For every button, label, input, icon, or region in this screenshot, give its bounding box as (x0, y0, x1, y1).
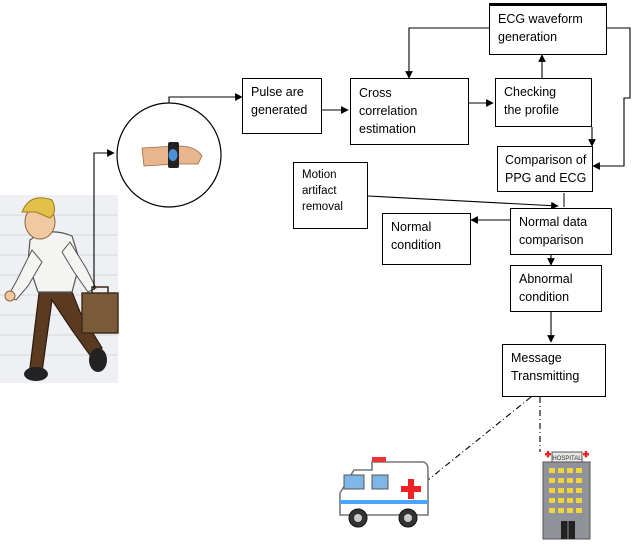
box-label: Comparison of (505, 153, 587, 167)
motion-artifact-box: Motion artifact removal (293, 162, 368, 229)
pulse-generated-box: Pulse are generated (242, 78, 322, 134)
box-label: Normal data (519, 215, 588, 229)
wrist-wearable-circle (116, 102, 222, 208)
normal-condition-box: Normal condition (382, 213, 471, 265)
box-label: ECG waveform (498, 12, 583, 26)
message-transmitting-box: Message Transmitting (502, 344, 606, 397)
box-label: condition (391, 238, 442, 252)
box-label: Abnormal (519, 272, 573, 286)
box-label: the profile (504, 103, 559, 117)
normal-data-comparison-box: Normal data comparison (510, 208, 612, 255)
box-label: Cross (359, 86, 392, 100)
box-label: Checking (504, 85, 557, 99)
box-label: estimation (359, 122, 416, 136)
abnormal-condition-box: Abnormal condition (510, 265, 602, 312)
box-label: removal (302, 201, 343, 213)
box-label: generation (498, 30, 558, 44)
hospital-building-illustration: HOSPITAL (542, 451, 591, 540)
box-label: condition (519, 290, 570, 304)
box-label: artifact (302, 185, 337, 197)
box-label: comparison (519, 233, 584, 247)
box-label: Transmitting (511, 369, 580, 383)
box-label: Motion (302, 169, 337, 181)
box-label: correlation (359, 104, 418, 118)
box-label: generated (251, 103, 308, 117)
ecg-waveform-box: ECG waveform generation (489, 3, 607, 55)
box-label: Normal (391, 220, 432, 234)
checking-profile-box: Checking the profile (495, 78, 592, 127)
comparison-ppg-ecg-box: Comparison of PPG and ECG (497, 146, 593, 192)
walking-man-illustration (0, 195, 119, 383)
hospital-sign-text: HOSPITAL (552, 456, 582, 462)
box-label: Message (511, 351, 562, 365)
ambulance-illustration (339, 457, 429, 528)
box-label: PPG and ECG (505, 171, 587, 185)
cross-correlation-box: Cross correlation estimation (350, 78, 469, 145)
box-label: Pulse are (251, 85, 304, 99)
